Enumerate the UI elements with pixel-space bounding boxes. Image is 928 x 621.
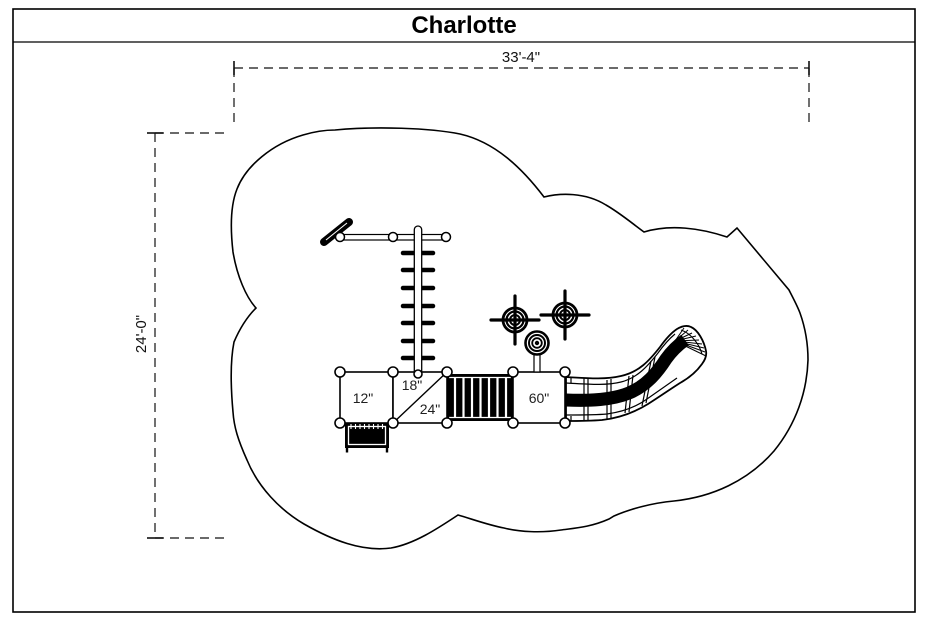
ladder-pole: [413, 225, 423, 379]
slide-exit-fan: [674, 327, 707, 357]
entry-steps: [345, 423, 389, 453]
post-cap: [387, 417, 399, 429]
post-cap: [559, 417, 571, 429]
transfer-diagonal: [392, 371, 448, 424]
width-dimension: 33'-4": [233, 49, 810, 122]
entry-steps-inner: [347, 425, 387, 446]
entry-steps-block: [345, 423, 389, 448]
slide-chute-stripe: [565, 334, 689, 407]
deck-60-label: 60": [529, 390, 550, 406]
height-dimension: 24'-0": [133, 132, 225, 539]
post-cap: [334, 231, 346, 243]
deck-18-label: 18": [402, 377, 423, 393]
deck-60: [512, 371, 566, 424]
spiral-climber: [524, 330, 550, 373]
post-cap: [507, 366, 519, 378]
post-cap: [440, 231, 452, 243]
overhead-climber: [320, 218, 452, 246]
diagonal-climber-highlight: [325, 222, 348, 241]
post-cap: [441, 366, 453, 378]
post-cap: [441, 417, 453, 429]
deck-24-label: 24": [420, 401, 441, 417]
deck-post-caps: [334, 366, 571, 429]
post-cap: [334, 417, 346, 429]
post-cap: [387, 231, 399, 243]
use-zone-boundary: [230, 127, 809, 550]
stair-treads: [453, 378, 508, 417]
page-title: Charlotte: [411, 12, 516, 39]
steering-wheel-left: [489, 294, 541, 346]
post-cap: [559, 366, 571, 378]
slide: [565, 325, 708, 422]
slide-exit-inner-arc: [680, 329, 703, 355]
deck-12-label: 12": [353, 390, 374, 406]
slide-inner-rail-top: [565, 333, 676, 385]
post-cap: [334, 366, 346, 378]
play-structure: 12" 18" 24" 60": [334, 366, 571, 453]
steering-wheel-right: [539, 289, 591, 341]
post-cap: [507, 417, 519, 429]
sheet-border: [12, 8, 916, 613]
height-dimension-label: 24'-0": [133, 315, 150, 353]
slide-segment-joints: [570, 356, 656, 421]
entry-steps-hatch: [350, 424, 384, 429]
post-cap: [387, 366, 399, 378]
ladder-base-cap: [413, 369, 423, 379]
stairway: [447, 374, 513, 421]
width-dimension-label: 33'-4": [502, 49, 540, 66]
